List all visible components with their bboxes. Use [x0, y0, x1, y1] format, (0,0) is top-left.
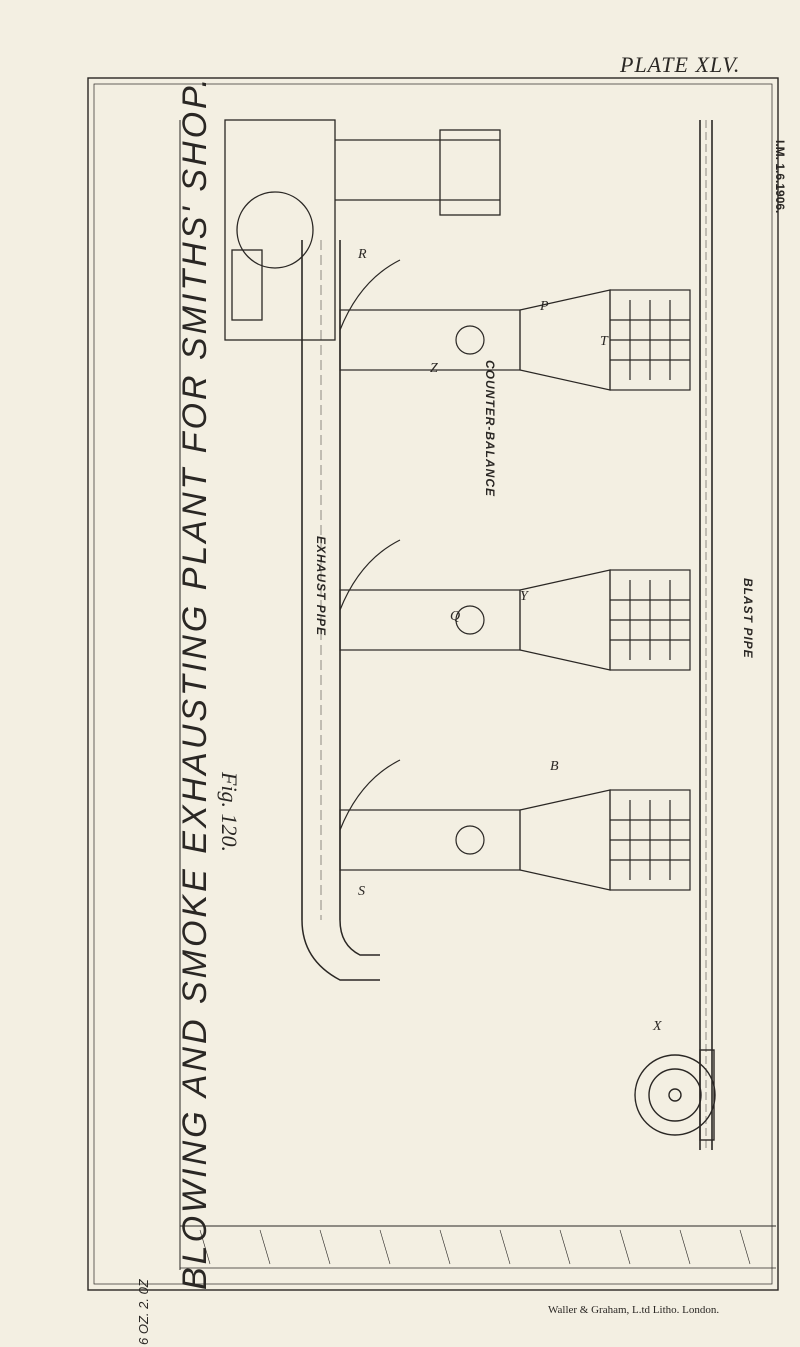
exhaust-fan: [224, 119, 501, 341]
plate-reference: I.M. 1.6.1906.: [773, 140, 787, 214]
ground-hatching: [199, 1229, 751, 1265]
counter-balance-label: COUNTER-BALANCE: [483, 360, 497, 497]
blast-pipe: [699, 120, 713, 1150]
exhaust-pipe-label: EXHAUST PIPE: [314, 536, 328, 637]
blast-pipe-label: BLAST PIPE: [741, 578, 755, 659]
forge-hood-3: [339, 759, 691, 891]
callout-s: S: [358, 884, 365, 899]
forge-hood-2: [339, 539, 691, 671]
letter-callouts: R P Z X Q Y T B S: [357, 247, 662, 1034]
callout-r: R: [357, 247, 367, 262]
blowing-fan: [634, 1049, 716, 1141]
callout-b: B: [550, 759, 559, 774]
scale-note: 6 OZ. 2. 0Z: [136, 1279, 151, 1345]
figure-label: Fig. 120.: [217, 772, 242, 853]
lithographer-credit: Waller & Graham, L.td Litho. London.: [548, 1304, 720, 1316]
forge-hood-1: [339, 259, 691, 391]
callout-y: Y: [520, 589, 530, 604]
callout-t: T: [600, 334, 609, 349]
outer-border: [87, 77, 779, 1291]
main-title: BLOWING AND SMOKE EXHAUSTING PLANT FOR S…: [176, 75, 214, 1290]
callout-q: Q: [450, 609, 460, 624]
callout-z: Z: [430, 361, 438, 376]
callout-p: P: [539, 299, 549, 314]
inner-border: [93, 83, 773, 1285]
plate-title: PLATE XLV.: [620, 52, 741, 77]
callout-x: X: [652, 1019, 662, 1034]
